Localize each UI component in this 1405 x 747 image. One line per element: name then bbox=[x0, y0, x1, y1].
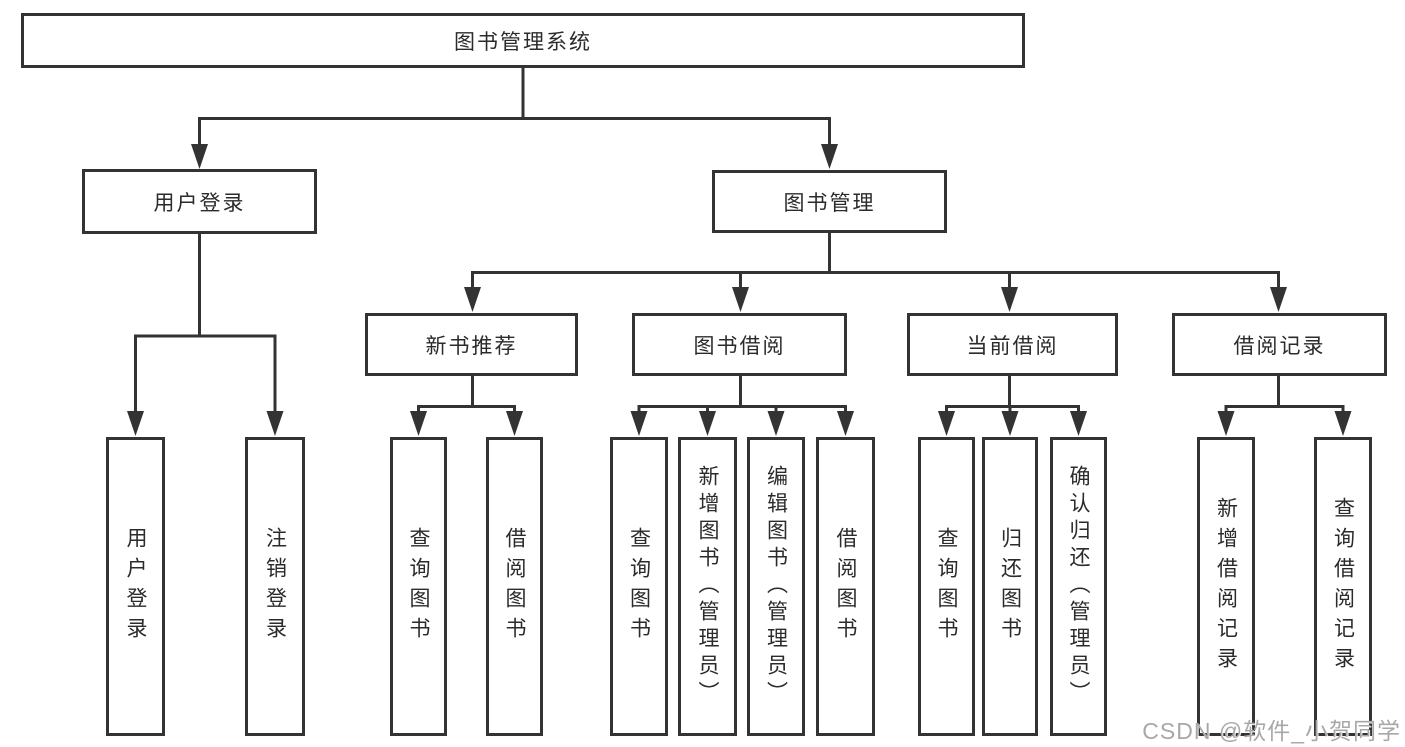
arrowheads-level3 bbox=[464, 287, 1287, 312]
leaf-borrowing-borrow-books: 借阅图书 bbox=[816, 437, 875, 736]
leaf-edit-book-admin: 编辑图书（管理员） bbox=[747, 437, 805, 736]
csdn-watermark: CSDN @软件_小贺同学 bbox=[1142, 718, 1401, 744]
leaf-recommend-query-books-label: 查询图书 bbox=[407, 526, 431, 647]
node-root-system: 图书管理系统 bbox=[21, 13, 1025, 68]
arrowheads-book-borrowing bbox=[630, 411, 854, 436]
leaf-confirm-return-admin-label: 确认归还（管理员） bbox=[1067, 465, 1091, 708]
leaf-recommend-borrow-books-label: 借阅图书 bbox=[503, 526, 527, 647]
leaf-logout-label: 注销登录 bbox=[263, 526, 287, 647]
leaf-user-login-label: 用户登录 bbox=[124, 526, 148, 647]
leaf-query-borrow-record: 查询借阅记录 bbox=[1314, 437, 1372, 736]
leaf-current-query-books: 查询图书 bbox=[918, 437, 975, 736]
leaf-add-borrow-record-label: 新增借阅记录 bbox=[1214, 496, 1238, 677]
node-root-system-label: 图书管理系统 bbox=[454, 30, 592, 54]
connector-current-borrowing-leaves bbox=[945, 376, 1080, 412]
arrowheads-new-book-recommend bbox=[410, 411, 523, 436]
connector-book-management-to-level3 bbox=[471, 233, 1280, 288]
node-borrowing-records: 借阅记录 bbox=[1172, 313, 1387, 376]
leaf-return-books-label: 归还图书 bbox=[998, 526, 1022, 647]
node-user-login: 用户登录 bbox=[82, 169, 317, 234]
leaf-logout: 注销登录 bbox=[245, 437, 305, 736]
node-new-book-recommend-label: 新书推荐 bbox=[425, 334, 518, 358]
node-current-borrowing: 当前借阅 bbox=[907, 313, 1118, 376]
connector-book-borrowing-leaves bbox=[637, 376, 847, 412]
leaf-recommend-query-books: 查询图书 bbox=[390, 437, 447, 736]
node-new-book-recommend: 新书推荐 bbox=[365, 313, 578, 376]
connector-new-book-recommend-leaves bbox=[417, 376, 516, 412]
leaf-add-book-admin: 新增图书（管理员） bbox=[678, 437, 737, 736]
arrowheads-current-borrowing bbox=[938, 411, 1087, 436]
leaf-current-query-books-label: 查询图书 bbox=[935, 526, 959, 647]
leaf-add-book-admin-label: 新增图书（管理员） bbox=[696, 465, 720, 708]
connector-borrowing-records-leaves bbox=[1224, 376, 1345, 412]
leaf-borrowing-query-books: 查询图书 bbox=[610, 437, 668, 736]
leaf-recommend-borrow-books: 借阅图书 bbox=[486, 437, 543, 736]
node-current-borrowing-label: 当前借阅 bbox=[966, 334, 1059, 358]
leaf-return-books: 归还图书 bbox=[982, 437, 1038, 736]
node-user-login-label: 用户登录 bbox=[153, 191, 246, 215]
leaf-add-borrow-record: 新增借阅记录 bbox=[1197, 437, 1255, 736]
connector-user-login-to-leaves bbox=[134, 234, 277, 412]
node-book-management: 图书管理 bbox=[712, 170, 947, 233]
leaf-borrowing-query-books-label: 查询图书 bbox=[627, 526, 651, 647]
node-book-management-label: 图书管理 bbox=[783, 191, 876, 215]
arrowheads-user-login-leaves bbox=[127, 411, 284, 436]
arrowheads-level2 bbox=[191, 144, 838, 169]
leaf-user-login: 用户登录 bbox=[106, 437, 165, 736]
node-borrowing-records-label: 借阅记录 bbox=[1233, 334, 1326, 358]
node-book-borrowing-label: 图书借阅 bbox=[693, 334, 786, 358]
leaf-edit-book-admin-label: 编辑图书（管理员） bbox=[764, 465, 788, 708]
node-book-borrowing: 图书借阅 bbox=[632, 313, 847, 376]
connector-root-to-level2 bbox=[198, 68, 831, 145]
leaf-query-borrow-record-label: 查询借阅记录 bbox=[1331, 496, 1355, 677]
arrowheads-borrowing-records bbox=[1217, 411, 1352, 436]
leaf-confirm-return-admin: 确认归还（管理员） bbox=[1050, 437, 1107, 736]
leaf-borrowing-borrow-books-label: 借阅图书 bbox=[834, 526, 858, 647]
